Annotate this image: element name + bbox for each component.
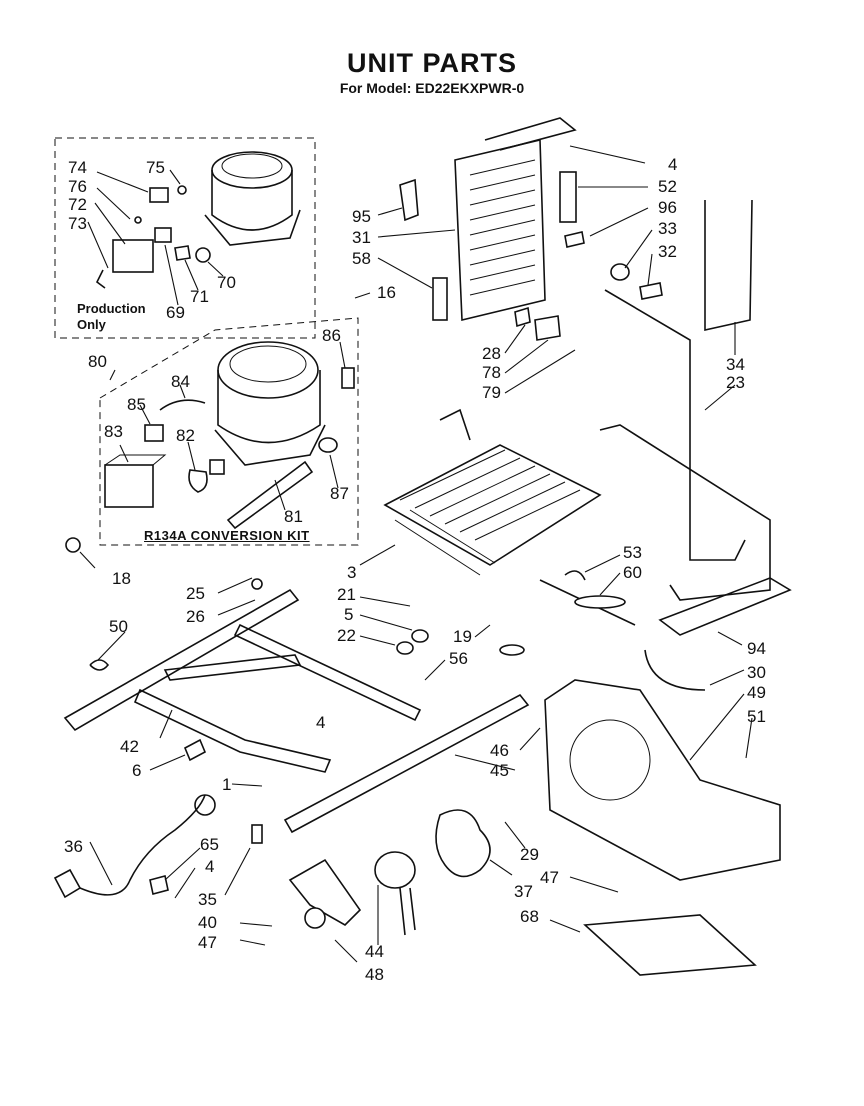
callout-85: 85	[127, 395, 146, 414]
page-title: UNIT PARTS	[347, 48, 517, 78]
power-cord	[53, 794, 263, 899]
callout-53: 53	[623, 543, 642, 562]
callout-18: 18	[112, 569, 131, 588]
callout-48: 48	[365, 965, 384, 984]
callout-83: 83	[104, 422, 123, 441]
callout-75: 75	[146, 158, 165, 177]
callout-33: 33	[658, 219, 677, 238]
callout-4-frame: 4	[316, 713, 325, 732]
callout-26: 26	[186, 607, 205, 626]
callout-29: 29	[520, 845, 539, 864]
callout-95: 95	[352, 207, 371, 226]
callout-69: 69	[166, 303, 185, 322]
conversion-kit-boundary	[99, 317, 359, 546]
callout-74: 74	[68, 158, 87, 177]
callout-50: 50	[109, 617, 128, 636]
base-frame	[63, 588, 781, 976]
callout-23: 23	[726, 373, 745, 392]
callout-35: 35	[198, 890, 217, 909]
callout-37: 37	[514, 882, 533, 901]
callout-65: 65	[200, 835, 219, 854]
production-compressor	[95, 151, 301, 289]
callout-79: 79	[482, 383, 501, 402]
lower-evaporator	[383, 408, 602, 576]
callout-34: 34	[726, 355, 745, 374]
callout-16: 16	[377, 283, 396, 302]
callout-52: 52	[658, 177, 677, 196]
conversion-kit-label: R134A CONVERSION KIT	[144, 528, 310, 543]
callout-76: 76	[68, 177, 87, 196]
callout-4-top: 4	[668, 155, 677, 174]
callout-68: 68	[520, 907, 539, 926]
callout-87: 87	[330, 484, 349, 503]
callout-72: 72	[68, 195, 87, 214]
callout-36: 36	[64, 837, 83, 856]
callout-45: 45	[490, 761, 509, 780]
callout-40: 40	[198, 913, 217, 932]
callout-49: 49	[747, 683, 766, 702]
callout-56: 56	[449, 649, 468, 668]
callout-32: 32	[658, 242, 677, 261]
callout-81: 81	[284, 507, 303, 526]
callout-96: 96	[658, 198, 677, 217]
callout-47-right: 47	[540, 868, 559, 887]
tubing	[599, 199, 792, 691]
callout-46: 46	[490, 741, 509, 760]
callout-60: 60	[623, 563, 642, 582]
callout-6: 6	[132, 761, 141, 780]
callout-78: 78	[482, 363, 501, 382]
model-subtitle: For Model: ED22EKXPWR-0	[339, 80, 525, 96]
callout-1: 1	[222, 775, 231, 794]
production-only-note: Production Only	[77, 301, 146, 332]
callout-58: 58	[352, 249, 371, 268]
callout-73: 73	[68, 214, 87, 233]
callout-44: 44	[365, 942, 384, 961]
callout-22: 22	[337, 626, 356, 645]
callout-21: 21	[337, 585, 356, 604]
production-only-boundary	[54, 137, 316, 339]
callout-82: 82	[176, 426, 195, 445]
callout-19: 19	[453, 627, 472, 646]
callout-28: 28	[482, 344, 501, 363]
callout-5: 5	[344, 605, 353, 624]
conversion-compressor	[104, 341, 355, 530]
callout-30: 30	[747, 663, 766, 682]
callout-4-cord: 4	[205, 857, 214, 876]
callout-3: 3	[347, 563, 356, 582]
callout-51: 51	[747, 707, 766, 726]
upper-evaporator	[399, 117, 663, 341]
callout-31: 31	[352, 228, 371, 247]
fan-motor-assembly	[288, 809, 491, 936]
callout-71: 71	[190, 287, 209, 306]
callout-94: 94	[747, 639, 766, 658]
callout-70: 70	[217, 273, 236, 292]
leader-lines	[79, 145, 753, 963]
callout-25: 25	[186, 584, 205, 603]
hardware	[65, 537, 636, 762]
callout-86: 86	[322, 326, 341, 345]
callout-80: 80	[88, 352, 107, 371]
part-callouts: 74 76 72 73 75 70 71 69 80 84 85 83 82 8…	[64, 155, 766, 984]
callout-84: 84	[171, 372, 190, 391]
callout-42: 42	[120, 737, 139, 756]
callout-47-left: 47	[198, 933, 217, 952]
